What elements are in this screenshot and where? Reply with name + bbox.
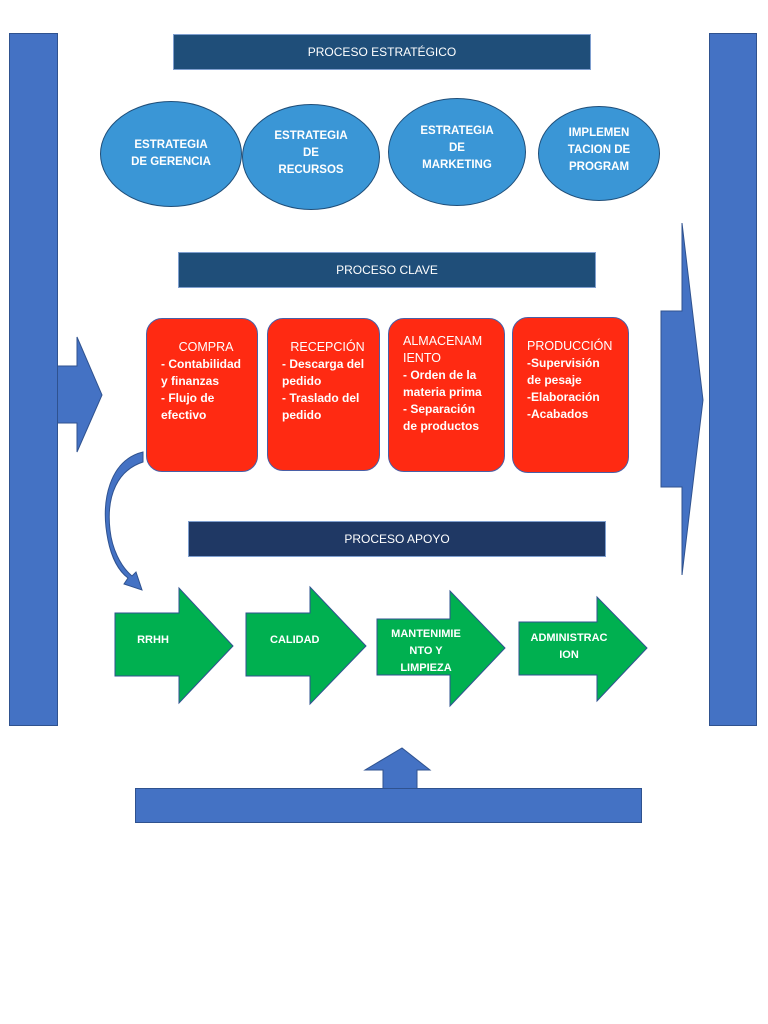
left-frame-bar	[9, 33, 58, 726]
support-arrow-4	[518, 595, 648, 703]
support-arrow-1	[114, 586, 234, 705]
card-line: - Descarga del pedido	[282, 357, 365, 388]
strategy-ellipse-management: ESTRATEGIA DE GERENCIA	[100, 101, 242, 207]
bottom-up-arrow	[363, 747, 432, 791]
card-line: - Flujo de efectivo	[161, 391, 215, 422]
strategy-label: IMPLEMEN TACION DE PROGRAM	[567, 127, 631, 173]
strategy-label: ESTRATEGIA DE RECURSOS	[274, 129, 348, 176]
support-label-maintenance: MANTENIMIE NTO Y LIMPIEZA	[391, 628, 461, 674]
support-label-hr: RRHH	[137, 634, 169, 646]
key-card-reception: RECEPCIÓN - Descarga del pedido - Trasla…	[267, 318, 380, 471]
strategy-ellipse-resources: ESTRATEGIA DE RECURSOS	[242, 104, 380, 210]
card-line: - Contabilidad y finanzas	[161, 357, 241, 388]
card-title: COMPRA	[178, 340, 234, 354]
support-label-quality: CALIDAD	[270, 634, 320, 646]
card-line: - Separación de productos	[403, 402, 480, 433]
strategy-ellipse-marketing: ESTRATEGIA DE MARKETING	[388, 98, 526, 206]
key-process-header: PROCESO CLAVE	[178, 252, 596, 288]
strategy-label: ESTRATEGIA DE GERENCIA	[131, 139, 211, 168]
key-card-storage: ALMACENAM IENTO - Orden de la materia pr…	[388, 318, 505, 472]
card-line: - Orden de la materia prima	[403, 368, 482, 399]
card-line: -Supervisión de pesaje	[527, 356, 600, 387]
support-arrow-3	[376, 589, 506, 708]
card-line: - Traslado del pedido	[282, 391, 360, 422]
card-line: -Elaboración	[527, 390, 600, 404]
curved-connector-arrow	[104, 451, 144, 591]
strategy-label: ESTRATEGIA DE MARKETING	[420, 124, 494, 171]
right-output-arrow	[660, 222, 704, 576]
support-label-administration: ADMINISTRAC ION	[530, 632, 608, 661]
left-input-arrow	[54, 336, 103, 453]
bottom-frame-bar	[135, 788, 642, 823]
support-arrow-2	[245, 585, 367, 706]
strategy-ellipse-implementation: IMPLEMEN TACION DE PROGRAM	[538, 106, 660, 201]
right-frame-bar	[709, 33, 757, 726]
key-card-production: PRODUCCIÓN -Supervisión de pesaje -Elabo…	[512, 317, 629, 473]
strategic-process-header: PROCESO ESTRATÉGICO	[173, 34, 591, 70]
card-title: RECEPCIÓN	[290, 340, 365, 354]
card-line: -Acabados	[527, 407, 589, 421]
support-process-header: PROCESO APOYO	[188, 521, 606, 557]
card-title: ALMACENAM IENTO	[403, 334, 483, 365]
key-card-purchasing: COMPRA - Contabilidad y finanzas - Flujo…	[146, 318, 258, 472]
card-title: PRODUCCIÓN	[527, 339, 613, 353]
